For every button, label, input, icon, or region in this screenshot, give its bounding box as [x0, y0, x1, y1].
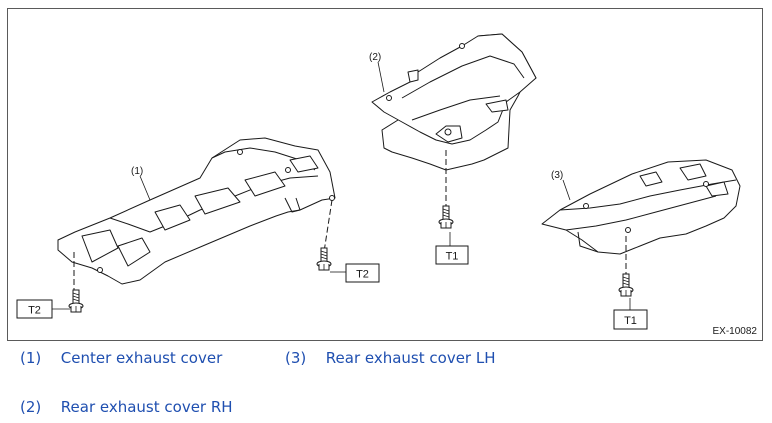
callout-2: (2) — [369, 52, 381, 63]
torque-label-t2-left: T2 — [28, 305, 41, 317]
figure-id: EX-10082 — [713, 326, 758, 337]
bolt-middle — [438, 205, 454, 229]
bolt-right — [618, 273, 634, 297]
rear-exhaust-cover-lh-drawing — [541, 159, 741, 255]
t2-center-box — [345, 263, 380, 283]
torque-label-t1-right: T1 — [624, 315, 637, 327]
t1-right-box — [613, 309, 648, 330]
bolt-center — [316, 247, 332, 271]
callout-1-leader — [139, 175, 151, 201]
rear-exhaust-cover-rh-drawing — [371, 33, 537, 171]
t2-left-box — [16, 299, 53, 319]
legend-number: (1) — [20, 349, 42, 367]
legend-label: Rear exhaust cover LH — [325, 349, 496, 367]
torque-label-t2-center: T2 — [356, 269, 369, 281]
callout-3: (3) — [551, 170, 563, 181]
legend-label: Center exhaust cover — [60, 349, 223, 367]
figure-frame — [7, 8, 763, 341]
legend-number: (3) — [285, 349, 307, 367]
callout-1: (1) — [131, 166, 143, 177]
callout-2-leader — [377, 61, 385, 93]
legend-item-2: (2) Rear exhaust cover RH — [20, 398, 233, 416]
legend-item-3: (3) Rear exhaust cover LH — [285, 349, 496, 367]
t1-middle-box — [435, 245, 469, 265]
bolt-left — [68, 289, 84, 313]
legend-label: Rear exhaust cover RH — [60, 398, 233, 416]
center-exhaust-cover-drawing — [57, 137, 336, 285]
legend-number: (2) — [20, 398, 42, 416]
callout-3-leader — [562, 179, 571, 201]
center-cover-right-guide-line — [323, 199, 333, 253]
torque-label-t1-middle: T1 — [446, 251, 459, 263]
legend-item-1: (1) Center exhaust cover — [20, 349, 222, 367]
